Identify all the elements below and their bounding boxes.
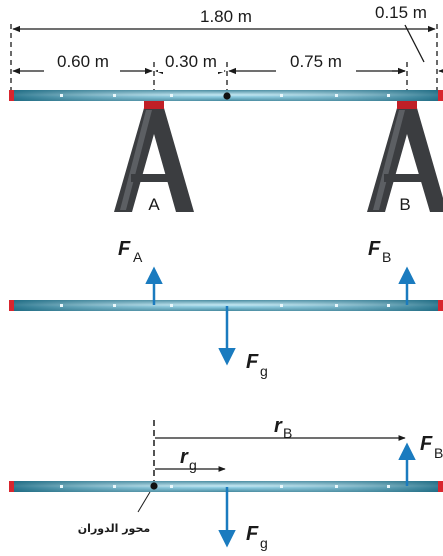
beam-3 bbox=[9, 481, 443, 492]
weight2-subscript: g bbox=[260, 535, 268, 551]
rg-subscript: g bbox=[189, 457, 197, 473]
sawhorse-b bbox=[367, 100, 443, 212]
rg-symbol: r bbox=[180, 446, 189, 468]
force-b2-subscript: B bbox=[434, 445, 443, 461]
beam-1 bbox=[9, 90, 443, 101]
weight-symbol: F bbox=[246, 351, 259, 373]
pivot-leader bbox=[137, 491, 151, 513]
sawhorse-a bbox=[114, 100, 194, 212]
total-length-label: 1.80 m bbox=[200, 7, 252, 26]
overhang-label: 0.15 m bbox=[375, 3, 427, 22]
weight-subscript: g bbox=[260, 363, 268, 379]
force-a-subscript: A bbox=[133, 249, 143, 265]
force-b-symbol: F bbox=[368, 238, 381, 260]
pivot-dot bbox=[150, 482, 158, 490]
seg-b-bg bbox=[158, 54, 224, 72]
pivot-label: محور الدوران bbox=[78, 522, 150, 535]
force-a-symbol: F bbox=[118, 238, 131, 260]
force-b-subscript: B bbox=[382, 249, 391, 265]
force-b2-symbol: F bbox=[420, 433, 433, 455]
seg-a-bg bbox=[44, 54, 120, 72]
segment-b-label: 0.30 m bbox=[165, 52, 217, 71]
support-a-label: A bbox=[148, 195, 160, 214]
segment-c-label: 0.75 m bbox=[290, 52, 342, 71]
seg-c-bg bbox=[276, 54, 356, 72]
weight2-symbol: F bbox=[246, 523, 259, 545]
rb-subscript: B bbox=[283, 425, 292, 441]
total-label-bg bbox=[188, 6, 266, 26]
rb-symbol: r bbox=[274, 415, 283, 437]
center-of-mass-dot bbox=[223, 92, 231, 100]
segment-a-label: 0.60 m bbox=[57, 52, 109, 71]
support-b-label: B bbox=[399, 195, 410, 214]
beam-2 bbox=[9, 300, 443, 311]
